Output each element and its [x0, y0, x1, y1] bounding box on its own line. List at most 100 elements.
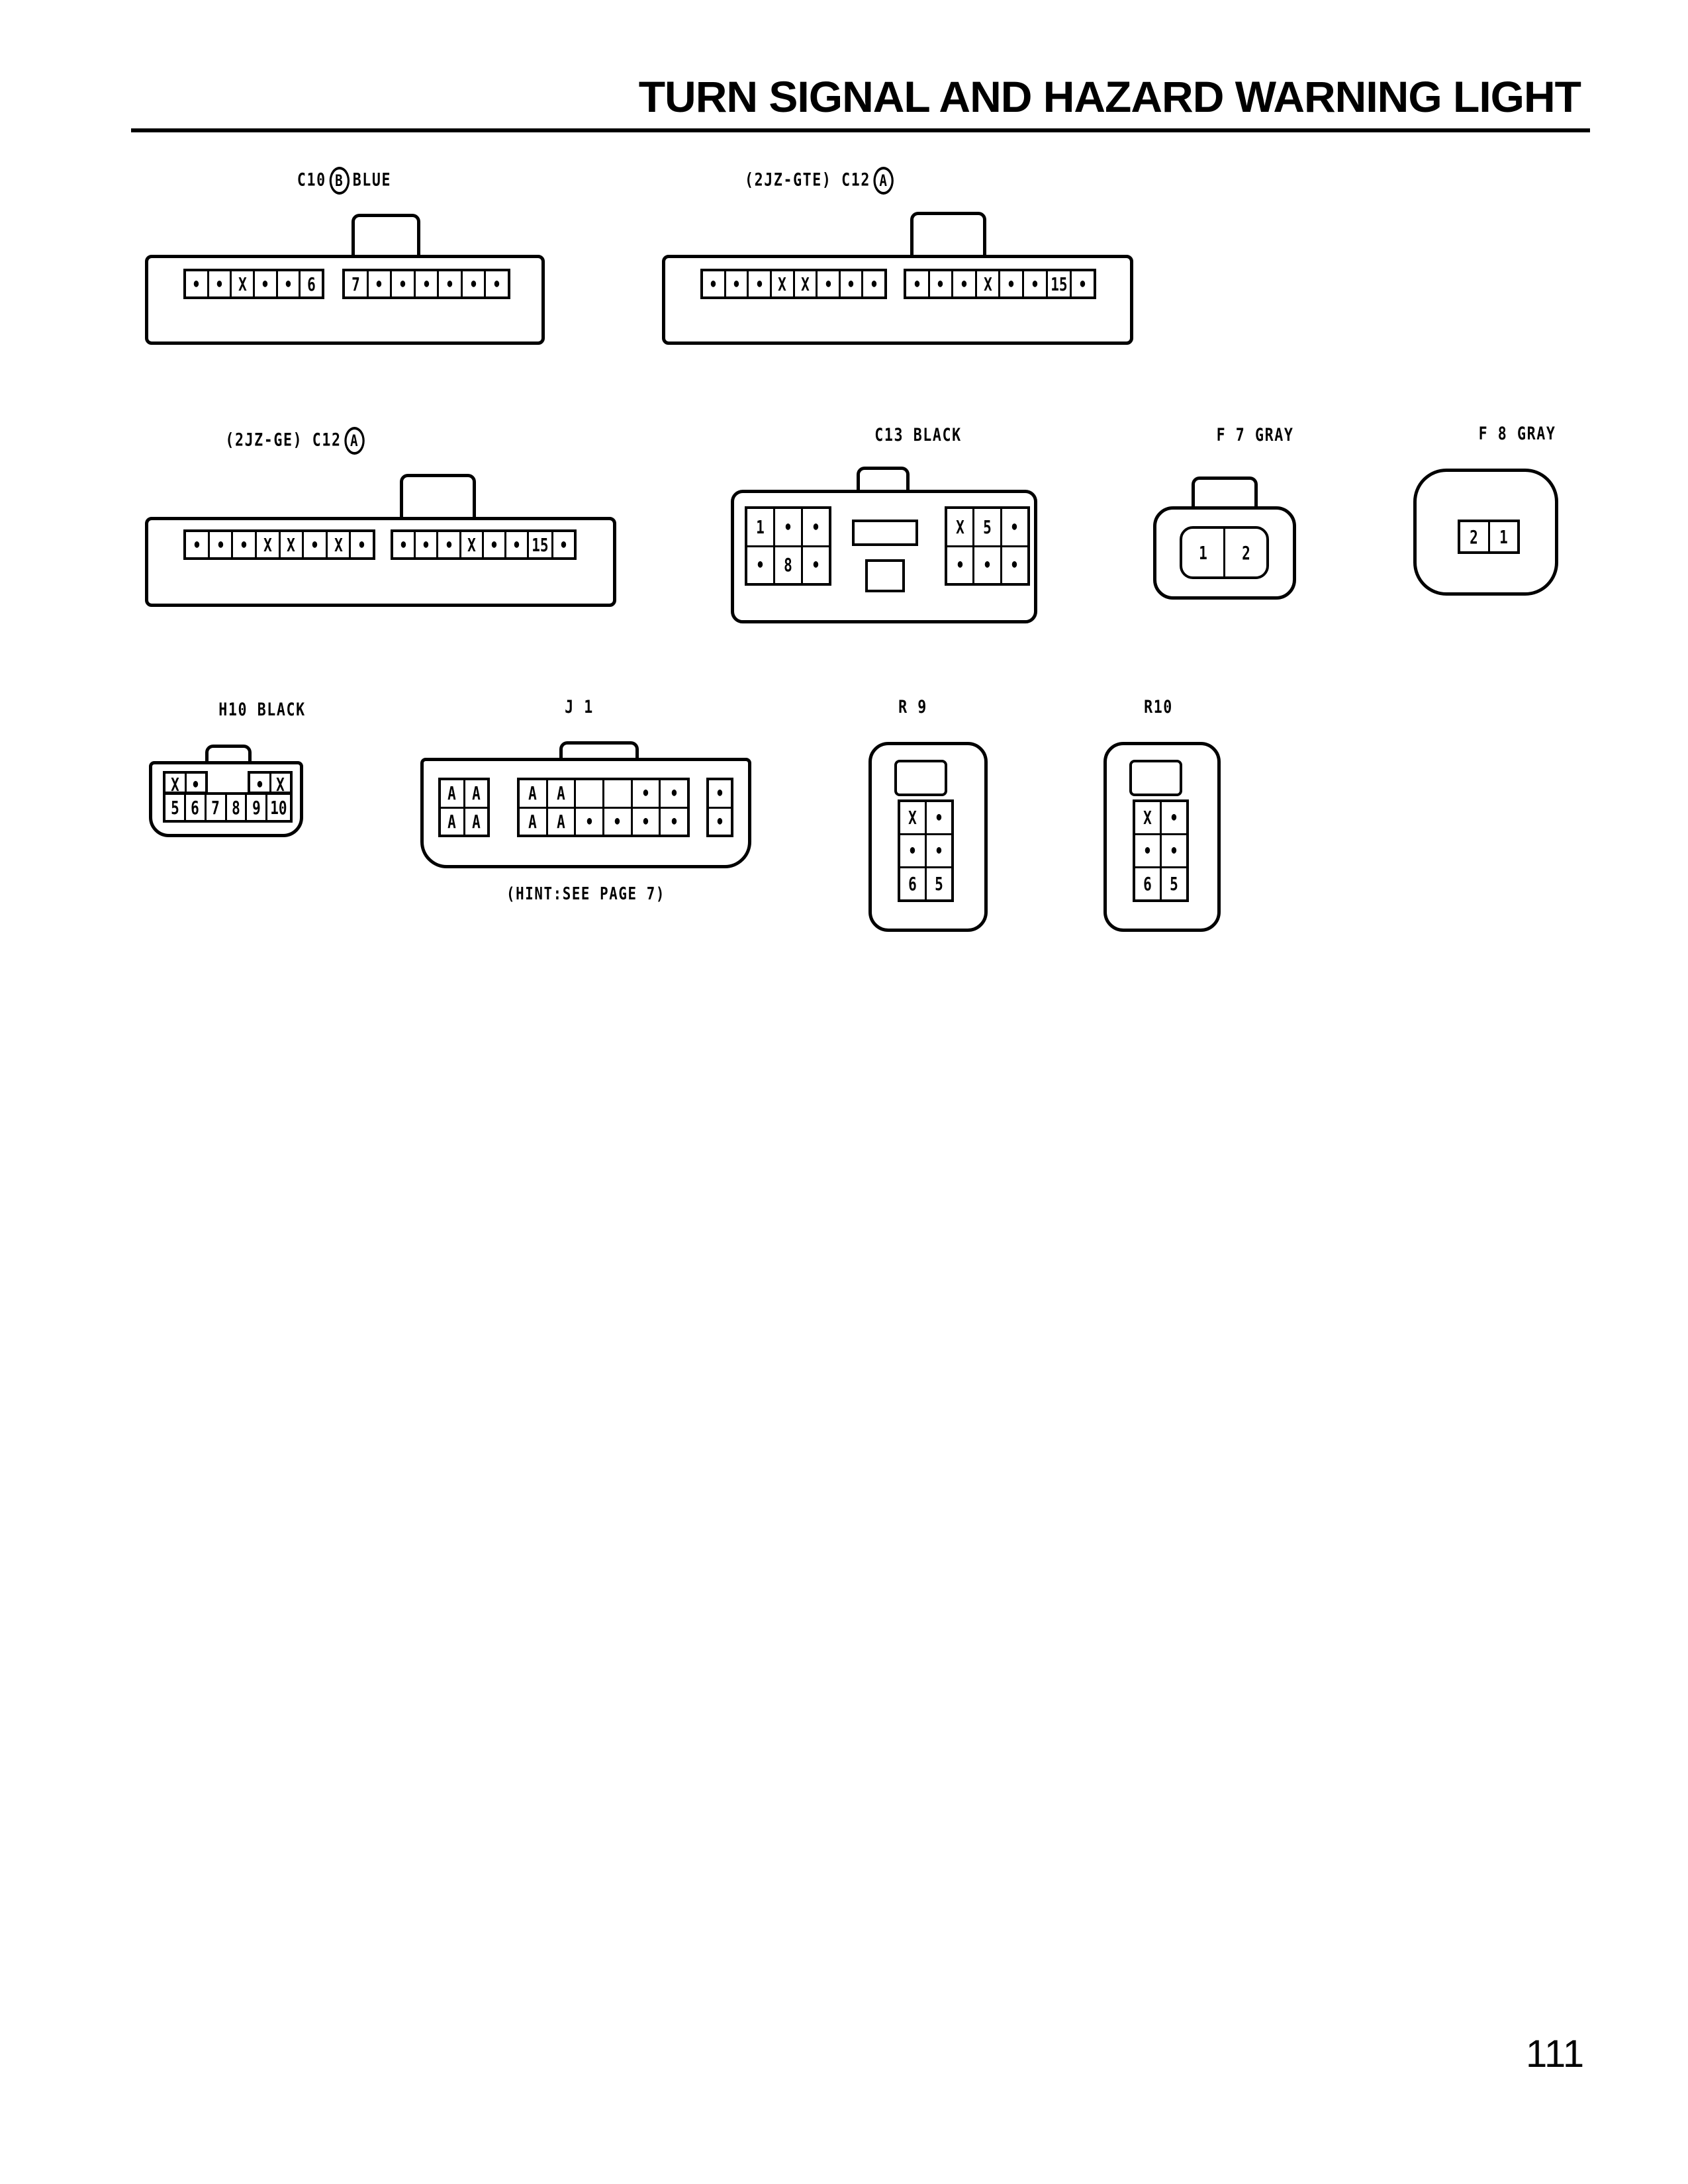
pin-cell: X: [900, 802, 925, 833]
pin-row: •X: [250, 774, 290, 796]
pin-label: 5: [935, 873, 943, 895]
pin-label: A: [557, 810, 565, 833]
pin-cell: •: [186, 271, 207, 296]
pin-label: •: [240, 533, 248, 556]
connector-latch: [894, 760, 947, 796]
connector-color: GRAY: [1255, 425, 1294, 445]
pin-label: 1: [756, 516, 765, 538]
pin-cell: •: [207, 532, 232, 557]
pin-cell: •: [747, 547, 773, 584]
pin-cell: A: [441, 780, 463, 807]
center-slot: [865, 559, 905, 592]
pin-cell: •: [1160, 802, 1186, 833]
pin-cell: •: [709, 809, 731, 835]
pin-label: X: [908, 807, 917, 829]
connector-c10: ••X••6 7••••••: [145, 255, 545, 345]
pin-cell: 6: [183, 795, 205, 820]
pin-label: •: [812, 554, 820, 576]
pin-cell: •: [709, 780, 731, 807]
pin-label: X: [238, 273, 247, 295]
pin-label: •: [422, 533, 431, 556]
pin-cell: X: [947, 509, 972, 545]
connector-latch: [352, 214, 420, 260]
badge-a: A: [344, 427, 365, 455]
connector-label-r10: R10: [1144, 697, 1173, 717]
pin-cell: •: [413, 271, 438, 296]
pin-label: •: [255, 774, 264, 796]
connector-latch: [1192, 477, 1258, 510]
pin-label: 6: [908, 873, 917, 895]
connector-latch: [1129, 760, 1182, 796]
pin-cell: A: [520, 809, 546, 835]
pin-cell: •: [801, 509, 829, 545]
pin-label: •: [192, 533, 201, 556]
pin-cell: X: [974, 271, 999, 296]
pin-label: X: [467, 533, 476, 556]
pin-label: A: [471, 810, 481, 833]
pin-cell: •: [231, 532, 255, 557]
pin-label: •: [1143, 840, 1152, 862]
pin-label: •: [1031, 273, 1039, 295]
pin-label: 6: [191, 796, 200, 819]
pin-row: •••: [947, 545, 1027, 583]
pin-cell: •: [1022, 271, 1046, 296]
pin-label: •: [716, 810, 724, 833]
pin-cell: •: [724, 271, 747, 296]
pin-cell: •: [927, 271, 952, 296]
pin-cell: 5: [925, 868, 951, 899]
pin-label: X: [1143, 807, 1152, 829]
pin-row: X•: [165, 774, 205, 796]
pin-cell: •: [773, 509, 801, 545]
pin-label: 10: [270, 796, 287, 819]
page-title: TURN SIGNAL AND HAZARD WARNING LIGHT: [638, 72, 1581, 121]
pin-cell: •: [250, 774, 269, 796]
pin-cell: •: [861, 271, 884, 296]
pin-label: 6: [1143, 873, 1152, 895]
pin-cell: 5: [165, 795, 184, 820]
pin-label: •: [1010, 516, 1019, 538]
pin-row: 1 ••: [747, 509, 829, 545]
connector-color: BLACK: [913, 425, 962, 445]
pin-label: A: [528, 810, 538, 833]
pin-cell: 7: [345, 271, 367, 296]
pin-cell: X: [769, 271, 793, 296]
connector-id: H10: [218, 700, 248, 720]
pin-label: •: [399, 273, 407, 295]
pin-cell: •: [1000, 509, 1027, 545]
connector-id: R10: [1144, 697, 1173, 717]
center-slot: [852, 520, 918, 546]
pin-label: X: [276, 774, 285, 796]
pin-label: •: [375, 273, 384, 295]
pin-cell: •: [436, 532, 459, 557]
pin-label: •: [935, 807, 943, 829]
pin-label: 2: [1470, 525, 1479, 548]
connector-prefix: (2JZ-GE): [225, 430, 303, 451]
connector-id: C12: [841, 169, 870, 191]
pin-label: A: [447, 782, 457, 805]
pin-label: •: [755, 273, 764, 295]
pin-group: •X: [248, 771, 293, 796]
pin-label: A: [447, 810, 457, 833]
pin-cell: 2: [1223, 529, 1266, 576]
pin-label: 15: [532, 533, 549, 556]
hint-text: (HINT:SEE PAGE 7): [506, 884, 666, 904]
pin-row: •: [709, 806, 731, 835]
pin-cell: •: [460, 271, 485, 296]
pin-cell: 6: [299, 271, 322, 296]
pin-label: •: [216, 533, 225, 556]
pin-label: •: [444, 533, 453, 556]
pin-cell: 6: [1135, 868, 1160, 899]
pin-cell: [574, 780, 602, 807]
pin-label: •: [908, 840, 917, 862]
pin-cell: X: [269, 774, 291, 796]
connector-id: C13: [874, 425, 904, 445]
pin-label: •: [823, 273, 833, 295]
